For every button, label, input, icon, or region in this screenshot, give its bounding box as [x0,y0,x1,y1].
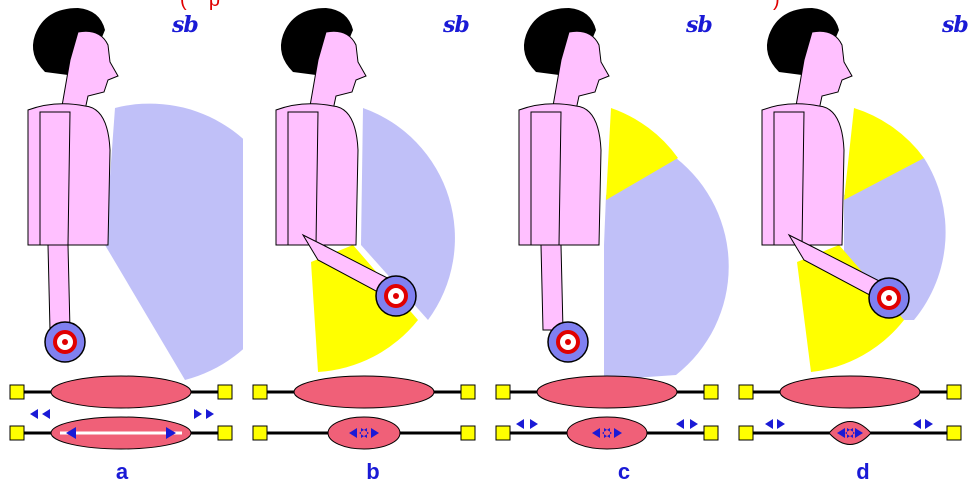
upper-arm [774,112,804,245]
panel-c: sb c [486,0,729,484]
range-sector [105,104,243,380]
panel-a-figure [0,0,243,484]
panel-d-figure [729,0,971,484]
signature-sb: sb [443,12,469,38]
panel-label: d [843,459,883,485]
muscle-top [51,376,191,408]
signature-sb: sb [686,12,712,38]
upper-arm [40,112,70,245]
panel-label: b [353,459,393,485]
muscle-bottom [829,422,871,445]
signature-sb: sb [172,12,198,38]
panel-d: sb d [729,0,971,484]
muscle-top [294,376,434,408]
upper-arm [531,112,561,245]
panel-b: sb b [243,0,486,484]
muscle-top [780,376,920,408]
muscle-bottom [328,417,400,449]
range-sector [604,158,729,380]
panel-b-figure [243,0,486,484]
panel-label: c [604,459,644,485]
panel-a: sb a [0,0,243,484]
panel-label: a [102,459,142,485]
muscle-top [537,376,677,408]
panel-c-figure [486,0,729,484]
muscle-bottom [567,417,647,449]
forearm [48,245,70,330]
signature-sb: sb [942,12,968,38]
forearm [541,245,563,330]
upper-arm [288,112,318,245]
